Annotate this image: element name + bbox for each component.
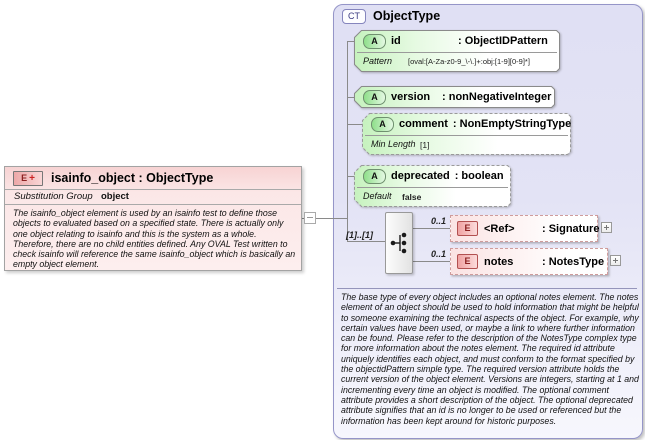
element-name: <Ref> [484,222,515,235]
element-icon-letter: E [21,172,28,183]
substitution-group-value: object [101,191,129,202]
attribute-name: comment [399,118,448,130]
attribute-name: id [391,35,401,47]
facet-value: [oval:[A-Za-z0-9_\-\.]+:obj:[1-9][0-9]*] [408,57,530,66]
element-icon: E [457,254,478,269]
attribute-type: : nonNegativeInteger [442,91,552,103]
complex-type-icon: CT [342,8,366,24]
divider [5,189,301,190]
complex-type-annotation: The base type of every object includes a… [341,292,639,426]
facet-label: Default [363,191,392,201]
divider [357,52,557,53]
attribute-type: : ObjectIDPattern [458,35,548,47]
divider [5,204,301,205]
attribute-type: : boolean [454,170,504,182]
attribute-name: version [391,91,431,103]
sequence-icon[interactable] [385,212,413,274]
substitution-group-row: Substitution Group object [5,190,301,204]
element-type: : Signature [542,222,600,235]
attribute-icon: A [363,33,386,49]
global-element-description: The isainfo_object element is used by an… [13,208,296,270]
attribute-type: : NonEmptyStringType [452,118,572,130]
attribute-box-comment[interactable]: A comment : NonEmptyStringType Min Lengt… [362,113,571,155]
facet-label: Pattern [363,56,393,66]
attribute-box-id[interactable]: A id : ObjectIDPattern Pattern [oval:[A-… [354,30,560,72]
facet-value: [1] [420,140,430,150]
global-element-title: isainfo_object : ObjectType [51,171,214,185]
complex-type-title: ObjectType [373,9,441,23]
element-icon: E [457,221,478,236]
facet-value: false [402,192,422,202]
minus-icon[interactable] [304,212,316,224]
element-type: : NotesType [542,255,605,268]
facet-label: Min Length [371,139,416,149]
attribute-icon: A [363,168,386,184]
attribute-box-deprecated[interactable]: A deprecated : boolean Default false [354,165,511,207]
attribute-name: deprecated [391,170,450,182]
element-name: notes [484,255,514,268]
complex-type-header: CT ObjectType [342,8,441,24]
substitution-group-label: Substitution Group [14,191,93,202]
divider [337,288,637,289]
group-cardinality: [1]..[1] [346,230,373,240]
divider [365,135,568,136]
element-cardinality: 0..1 [430,216,446,226]
element-box-ref[interactable]: E <Ref> : Signature [450,215,600,242]
attribute-box-version[interactable]: A version : nonNegativeInteger [354,86,555,108]
divider [357,187,508,188]
element-cardinality: 0..1 [430,249,446,259]
plus-icon: + [29,172,35,184]
attribute-icon: A [371,116,394,132]
global-element-icon: E + [13,170,43,186]
plus-icon[interactable] [610,255,621,266]
element-box-notes[interactable]: E notes : NotesType [450,248,608,275]
plus-icon[interactable] [601,222,612,233]
attribute-icon: A [363,89,386,105]
global-element-box[interactable]: E + isainfo_object : ObjectType Substitu… [4,166,302,271]
